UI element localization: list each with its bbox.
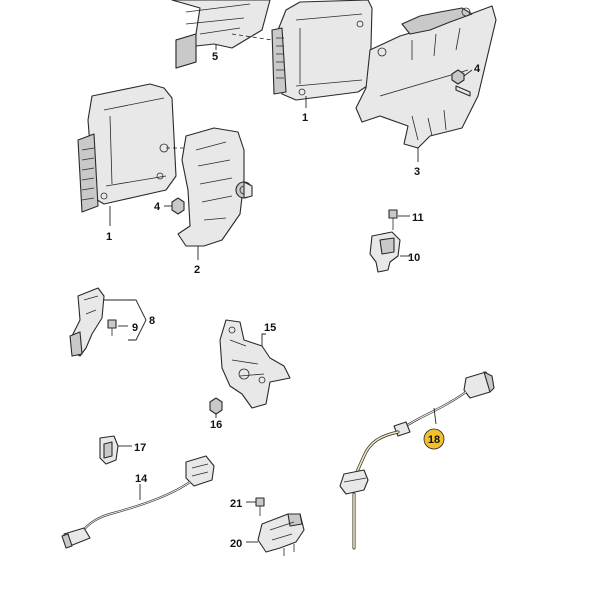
leader-1-middle: 1 [106, 206, 112, 243]
leader-8: 8 [104, 299, 155, 341]
part-14-lambda-probe[interactable]: 14 [61, 455, 215, 549]
part-18-temperature-sensor[interactable] [339, 371, 495, 550]
part-1-control-unit-middle[interactable] [77, 83, 177, 213]
part-8-sensor[interactable] [69, 287, 105, 357]
part-20-pressure-sensor[interactable]: 20 [230, 513, 305, 556]
leader-18: 18 [423, 407, 445, 450]
part-4-nut-top[interactable]: 4 [451, 63, 481, 85]
callout-10: 10 [408, 252, 420, 264]
highlight-badge-18 [423, 428, 445, 450]
callout-14: 14 [135, 473, 148, 485]
leader-1-top: 1 [302, 96, 308, 124]
callout-4-top: 4 [474, 63, 481, 75]
part-17-connector[interactable]: 17 [99, 435, 146, 465]
callout-3: 3 [414, 166, 420, 178]
part-15-bracket[interactable]: 15 [219, 319, 291, 409]
part-5-bracket[interactable] [171, 0, 271, 69]
part-16-nut[interactable]: 16 [209, 397, 223, 431]
callout-8: 8 [149, 315, 155, 327]
callout-9: 9 [132, 322, 138, 334]
part-10-sensor[interactable]: 10 [369, 231, 420, 273]
callout-2: 2 [194, 264, 200, 276]
part-11-screw[interactable]: 11 [388, 209, 424, 230]
part-9-screw[interactable]: 9 [107, 319, 138, 336]
leader-3: 3 [414, 148, 420, 178]
callout-11: 11 [412, 212, 424, 224]
callout-15: 15 [264, 322, 276, 334]
callout-1-middle: 1 [106, 231, 112, 243]
callout-5: 5 [212, 51, 218, 63]
part-3-carrier[interactable] [355, 5, 497, 149]
callout-4-middle: 4 [154, 201, 161, 213]
leader-5: 5 [212, 44, 218, 63]
part-21-screw[interactable]: 21 [230, 497, 265, 516]
part-4-nut-middle[interactable]: 4 [154, 197, 185, 215]
stud-top [455, 85, 471, 97]
part-1-control-unit-top[interactable] [271, 0, 373, 101]
leader-2: 2 [194, 246, 200, 276]
callout-20: 20 [230, 538, 242, 550]
callout-18: 18 [428, 434, 440, 446]
part-2-bracket[interactable] [177, 127, 253, 247]
callout-16: 16 [210, 419, 222, 431]
callout-17: 17 [134, 442, 146, 454]
callout-21: 21 [230, 498, 242, 510]
callout-1-top: 1 [302, 112, 308, 124]
